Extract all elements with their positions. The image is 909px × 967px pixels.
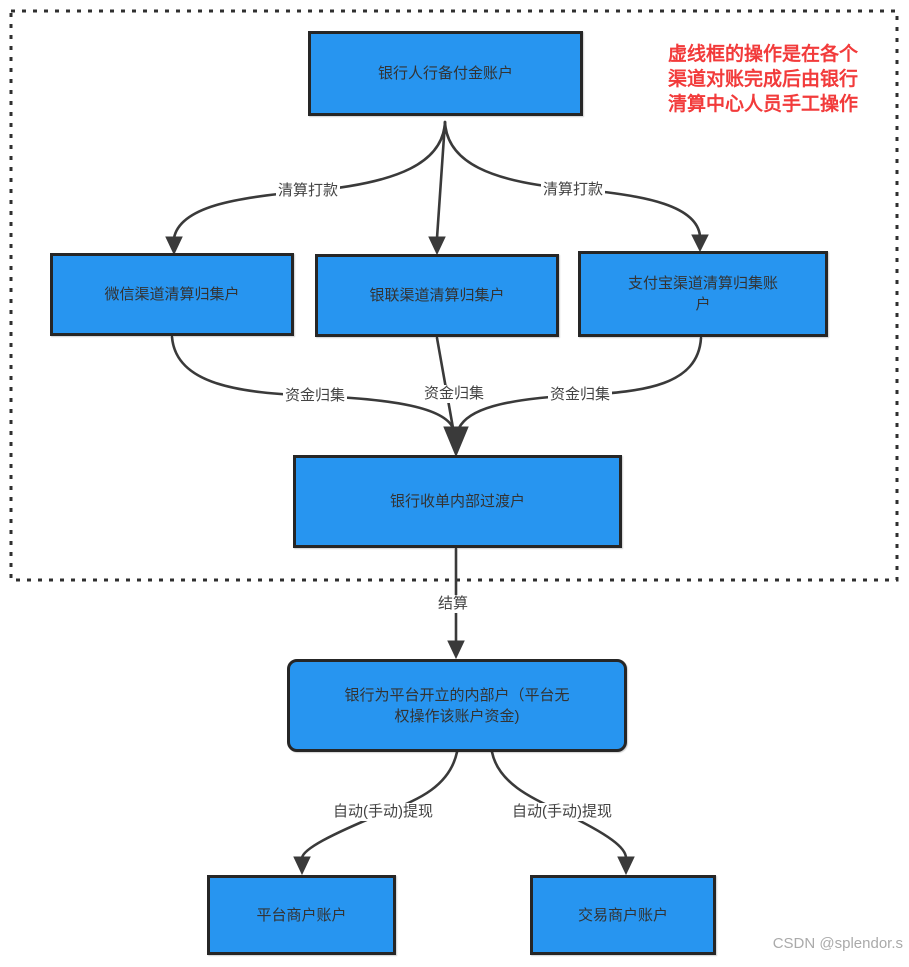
- edge-label-withdraw-right: 自动(手动)提现: [510, 803, 614, 821]
- edge-unionpay-to-transit: [435, 336, 455, 430]
- arrowhead-unionpay: [428, 236, 446, 256]
- node-wechat-channel-account: 微信渠道清算归集户: [50, 253, 294, 336]
- arrowhead-transit: [443, 426, 469, 458]
- edge-alipay-to-transit: [457, 336, 703, 430]
- edge-label-settle-payout-right: 清算打款: [540, 181, 606, 199]
- node-acquiring-transit-account: 银行收单内部过渡户: [293, 455, 622, 548]
- edge-label-settle-payout-left: 清算打款: [275, 182, 341, 200]
- csdn-watermark: CSDN @splendor.s: [772, 935, 903, 952]
- edge-pboc-to-alipay: [443, 120, 702, 238]
- node-trade-merchant-account: 交易商户账户: [530, 875, 716, 955]
- edge-label-funds-collection-mid: 资金归集: [421, 385, 487, 403]
- edge-label-withdraw-left: 自动(手动)提现: [331, 803, 435, 821]
- edge-label-funds-collection-right: 资金归集: [547, 386, 613, 404]
- edge-label-settlement: 结算: [435, 595, 471, 613]
- arrowhead-alipay: [691, 234, 709, 253]
- node-pboc-reserve-account: 银行人行备付金账户: [308, 31, 583, 116]
- edge-wechat-to-transit: [170, 335, 455, 430]
- node-platform-internal-account: 银行为平台开立的内部户（平台无 权操作该账户资金): [287, 659, 627, 752]
- edge-pboc-to-unionpay: [435, 120, 447, 240]
- edge-pboc-to-wechat: [172, 120, 447, 240]
- node-alipay-channel-account: 支付宝渠道清算归集账 户: [578, 251, 828, 337]
- node-platform-merchant-account: 平台商户账户: [207, 875, 396, 955]
- manual-operation-annotation: 虚线框的操作是在各个 渠道对账完成后由银行 清算中心人员手工操作: [668, 44, 859, 115]
- manual-operations-dashed-boundary: [9, 9, 899, 582]
- arrowhead-wechat: [165, 236, 183, 256]
- node-unionpay-channel-account: 银联渠道清算归集户: [315, 254, 559, 337]
- arrowhead-internal: [447, 640, 465, 660]
- arrowhead-trade: [617, 856, 635, 876]
- edge-label-funds-collection-left: 资金归集: [282, 387, 348, 405]
- arrowhead-platform: [293, 856, 311, 876]
